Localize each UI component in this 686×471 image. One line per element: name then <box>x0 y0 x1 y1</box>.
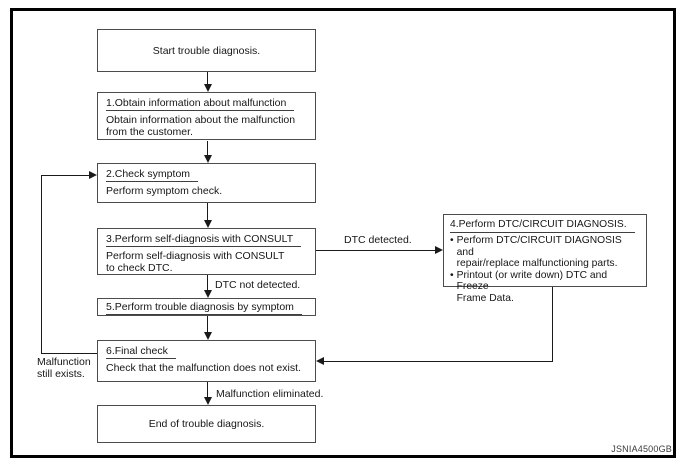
edge-label-malfunction-still-exists: Malfunction still exists. <box>37 356 91 380</box>
connector-step2-to-step3-arrowhead <box>203 220 212 228</box>
node-step1-obtain-information: 1.Obtain information about malfunction O… <box>97 92 316 140</box>
bullet-icon: • <box>450 269 454 281</box>
node-step1-title: 1.Obtain information about malfunction <box>106 97 295 111</box>
node-step4-title: 4.Perform DTC/CIRCUIT DIAGNOSIS. <box>450 219 635 233</box>
connector-feedback-bottom-line <box>41 353 97 354</box>
connector-step3-to-step5-arrowhead <box>203 290 212 298</box>
connector-step5-to-step6-line <box>207 316 208 333</box>
connector-step6-to-end-line <box>207 382 208 398</box>
node-step5-title: 5.Perform trouble diagnosis by symptom <box>106 301 302 315</box>
diagram-outer-frame <box>10 8 676 458</box>
node-start-text: Start trouble diagnosis. <box>152 44 261 57</box>
connector-step6-to-end-arrowhead <box>203 397 212 405</box>
list-item: • Perform DTC/CIRCUIT DIAGNOSIS and repa… <box>450 235 640 270</box>
node-step2-body: Perform symptom check. <box>106 185 223 197</box>
bullet-icon: • <box>450 235 454 246</box>
connector-step4-to-step6-arrowhead <box>316 357 324 365</box>
node-step2-title: 2.Check symptom <box>106 168 199 182</box>
node-step6-final-check: 6.Final check Check that the malfunction… <box>97 340 316 382</box>
connector-step1-to-step2-line <box>207 141 208 156</box>
node-step3-body: Perform self-diagnosis with CONSULT to c… <box>106 250 285 274</box>
connector-start-to-step1-arrowhead <box>203 84 212 92</box>
list-item: • Printout (or write down) DTC and Freez… <box>450 270 640 305</box>
connector-feedback-arrowhead <box>89 171 97 179</box>
node-step4-dtc-circuit-diagnosis: 4.Perform DTC/CIRCUIT DIAGNOSIS. • Perfo… <box>443 214 647 304</box>
figure-code-watermark: JSNIA4500GB <box>611 444 672 454</box>
edge-label-dtc-not-detected: DTC not detected. <box>215 279 301 291</box>
connector-step3-to-step5-line <box>207 275 208 291</box>
node-step3-self-diagnosis: 3.Perform self-diagnosis with CONSULT Pe… <box>97 228 316 275</box>
connector-step3-to-step4-arrowhead <box>435 246 443 254</box>
connector-feedback-top-line <box>41 175 90 176</box>
connector-feedback-vertical-line <box>41 175 42 354</box>
connector-step1-to-step2-arrowhead <box>203 155 212 163</box>
connector-step5-to-step6-arrowhead <box>203 332 212 340</box>
connector-step4-to-step6-horizontal-line <box>323 361 553 362</box>
node-step3-title: 3.Perform self-diagnosis with CONSULT <box>106 233 302 247</box>
connector-step2-to-step3-line <box>207 203 208 221</box>
edge-label-dtc-detected: DTC detected. <box>344 234 412 246</box>
bullet-text: Perform DTC/CIRCUIT DIAGNOSIS and repair… <box>456 235 622 269</box>
node-step5-diagnosis-by-symptom: 5.Perform trouble diagnosis by symptom <box>97 298 316 316</box>
node-step4-bullet-list: • Perform DTC/CIRCUIT DIAGNOSIS and repa… <box>450 235 640 304</box>
connector-step4-to-step6-vertical-line <box>552 287 553 361</box>
node-step6-title: 6.Final check <box>106 345 176 359</box>
node-step1-body: Obtain information about the malfunction… <box>106 114 296 138</box>
node-start: Start trouble diagnosis. <box>97 29 316 72</box>
edge-label-malfunction-eliminated: Malfunction eliminated. <box>216 388 324 400</box>
node-step2-check-symptom: 2.Check symptom Perform symptom check. <box>97 163 316 203</box>
node-step6-body: Check that the malfunction does not exis… <box>106 362 301 374</box>
bullet-text: Printout (or write down) DTC and Freeze … <box>456 269 608 304</box>
connector-step3-to-step4-line <box>316 250 436 251</box>
connector-start-to-step1-line <box>207 72 208 85</box>
node-end-text: End of trouble diagnosis. <box>148 418 265 430</box>
node-end: End of trouble diagnosis. <box>97 405 316 443</box>
